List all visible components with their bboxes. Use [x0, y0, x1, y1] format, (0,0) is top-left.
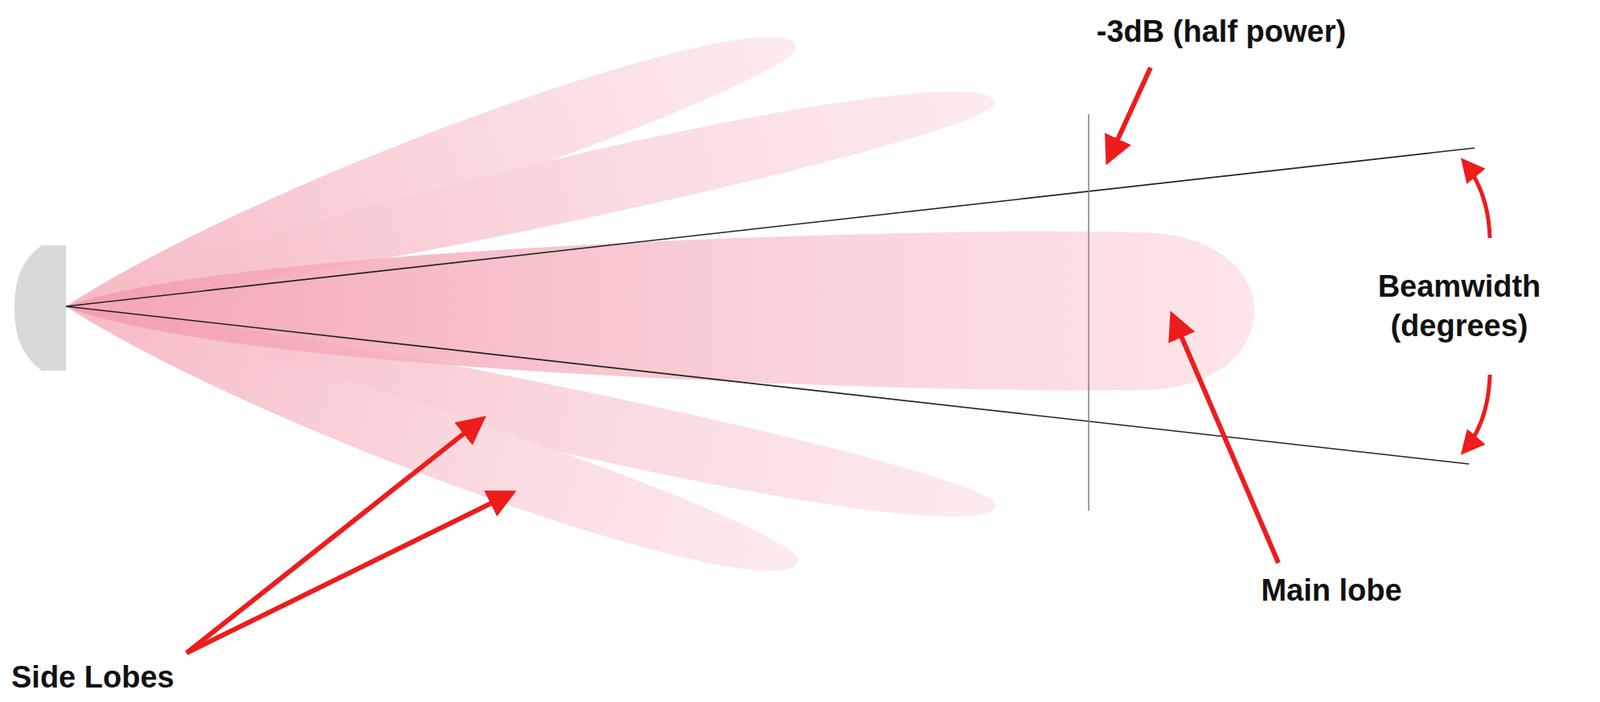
half-power-label: -3dB (half power)	[1096, 12, 1346, 52]
beamwidth-arc	[1463, 374, 1490, 452]
leader-arrow	[186, 492, 513, 653]
beam-edge-line	[65, 306, 1469, 464]
part-label: Main lobe	[1260, 570, 1402, 611]
beam-edge-line	[65, 147, 1475, 307]
leader-arrow	[186, 418, 483, 653]
main-lobe	[65, 231, 1255, 391]
beamwidth-arc	[1463, 160, 1490, 238]
leader-arrow	[1172, 315, 1279, 563]
beamwidth-label: Beamwidth (degrees)	[1338, 266, 1580, 347]
part-label: Side Lobes	[11, 657, 175, 698]
half-power-line	[1087, 114, 1090, 511]
leader-arrow	[1107, 67, 1151, 161]
antenna-dish	[14, 245, 66, 371]
